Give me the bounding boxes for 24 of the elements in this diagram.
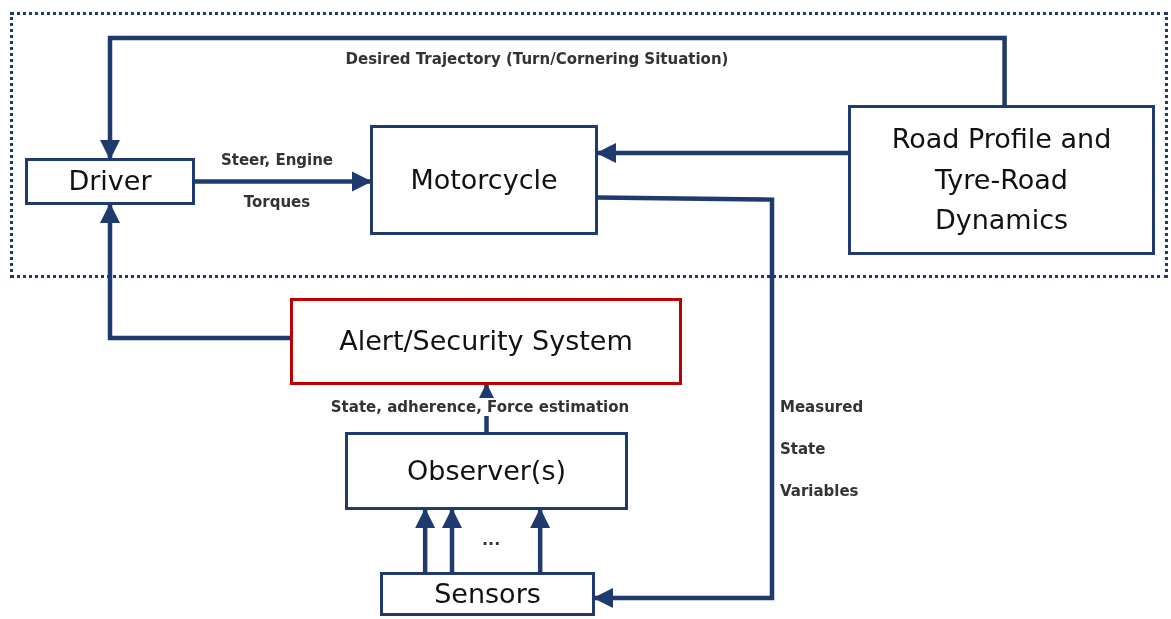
dotted-boundary <box>10 12 1168 278</box>
arrow <box>99 203 290 341</box>
arrow <box>441 508 463 572</box>
edge-label: Steer, Engine Torques <box>219 150 335 213</box>
arrow <box>593 195 775 609</box>
process-box <box>370 125 598 235</box>
box-label: Alert/Security System <box>339 324 633 359</box>
process-box <box>380 572 595 616</box>
box-label: Road Profile and Tyre-Road Dynamics <box>890 122 1113 238</box>
box-label: Sensors <box>434 576 541 611</box>
arrow <box>99 35 1007 161</box>
arrow <box>195 171 373 192</box>
process-box <box>25 158 195 205</box>
process-box <box>848 105 1155 255</box>
arrow <box>415 508 436 572</box>
process-box <box>345 432 628 510</box>
arrow <box>530 508 551 572</box>
box-label: Observer(s) <box>407 453 566 488</box>
alert-box <box>290 298 682 385</box>
ellipsis-label: ... <box>482 530 501 549</box>
box-label: Driver <box>68 164 152 199</box>
box-label: Motorcycle <box>410 162 558 197</box>
edge-label: Measured State Variables <box>780 397 865 502</box>
arrow <box>596 142 848 164</box>
